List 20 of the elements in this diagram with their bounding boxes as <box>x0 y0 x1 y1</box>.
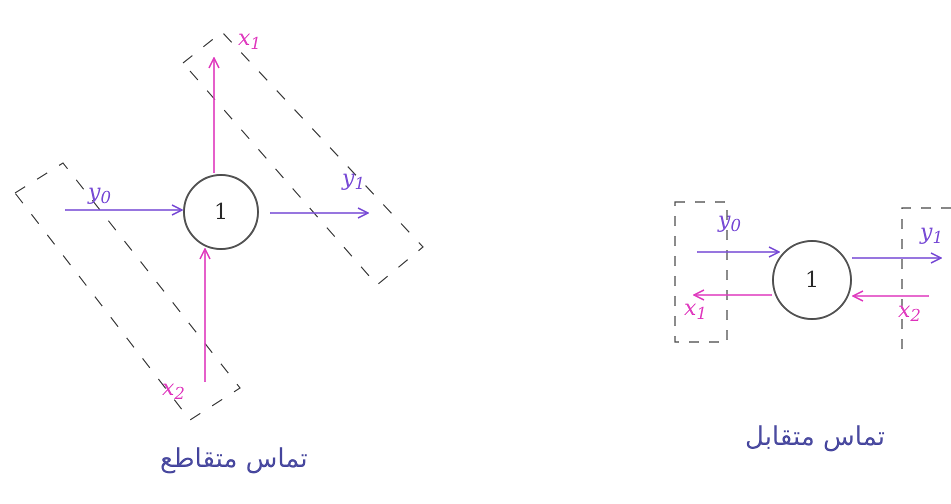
stage-number: 1 <box>805 266 819 294</box>
arrow <box>199 248 211 382</box>
edge-label: x$_{2}$ <box>161 378 186 400</box>
edge-label: y$_{0}$ <box>716 210 742 232</box>
arrow <box>208 57 220 173</box>
arrow <box>270 207 369 219</box>
stage-number: 1 <box>214 198 228 226</box>
arrow <box>852 252 942 264</box>
edge-label: x$_{1}$ <box>683 298 708 320</box>
arrow <box>65 204 183 216</box>
edge-label: y$_{1}$ <box>340 168 366 190</box>
diagram-caption: تماس متقابل <box>745 421 885 454</box>
arrow <box>852 290 929 302</box>
edge-label: x$_{2}$ <box>897 300 922 322</box>
edge-label: x$_{1}$ <box>237 28 262 50</box>
arrow <box>697 246 780 258</box>
edge-label: y$_{1}$ <box>918 222 944 244</box>
diagram-caption: تماس متقاطع <box>160 443 308 476</box>
edge-label: y$_{0}$ <box>86 182 112 204</box>
arrow <box>693 289 772 301</box>
